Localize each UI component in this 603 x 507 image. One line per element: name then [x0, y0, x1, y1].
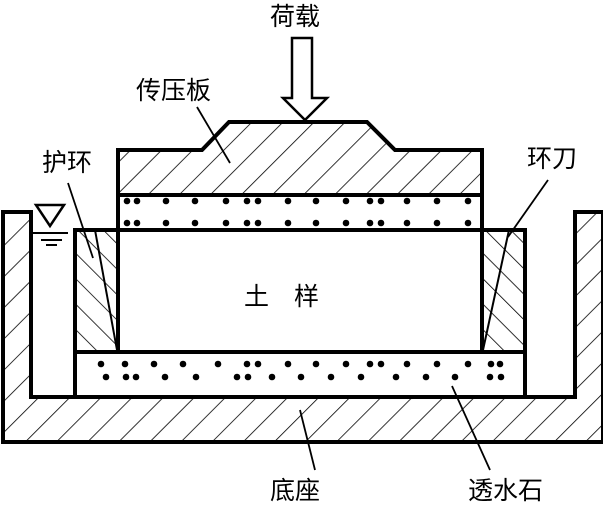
upper-stone-dots [123, 197, 472, 227]
stone-dot [243, 360, 251, 368]
base [1, 210, 603, 444]
leader-base [299, 409, 316, 471]
stone-dot [244, 373, 252, 381]
stone-dot [464, 219, 472, 227]
stone-dot [284, 197, 292, 205]
stone-dot [132, 373, 140, 381]
stone-dot [357, 373, 365, 381]
stone-dot [121, 360, 129, 368]
stone-dot [122, 373, 130, 381]
stone-dot [392, 373, 400, 381]
stone-dot [284, 360, 292, 368]
upper-porous-stone [116, 193, 484, 232]
stone-dot [133, 219, 141, 227]
stone-dot [342, 197, 350, 205]
stone-dot [464, 360, 472, 368]
stone-dot [366, 219, 374, 227]
guard-ring-right [480, 228, 527, 354]
stone-dot [377, 360, 385, 368]
stone-dot [191, 197, 199, 205]
load-arrow [279, 36, 331, 122]
stone-dot [123, 197, 131, 205]
stone-dot [464, 197, 472, 205]
stone-dot [222, 197, 230, 205]
stone-dot [342, 360, 350, 368]
stone-dot [191, 219, 199, 227]
leader-guard-ring [67, 182, 94, 259]
label-pressure-plate: 传压板 [136, 76, 212, 105]
stone-dot [433, 360, 441, 368]
stone-dot [433, 219, 441, 227]
leader-ring-knife [507, 179, 549, 238]
stone-dot [179, 360, 187, 368]
stone-dot [403, 197, 411, 205]
stone-dot [161, 373, 169, 381]
stone-dot [422, 373, 430, 381]
stone-dot [297, 373, 305, 381]
pressure-plate [116, 120, 484, 197]
stone-dot [327, 373, 335, 381]
stone-dot [102, 373, 110, 381]
stone-dot [243, 197, 251, 205]
stone-dot [162, 219, 170, 227]
stone-dot [403, 219, 411, 227]
label-ring-knife: 环刀 [527, 144, 578, 173]
stone-dot [150, 360, 158, 368]
stone-dot [214, 360, 222, 368]
ring-knife-edge-right [482, 229, 510, 351]
stone-dot [254, 360, 262, 368]
stone-dot [192, 373, 200, 381]
stone-dot [243, 219, 251, 227]
stone-dot [451, 373, 459, 381]
label-porous-stone: 透水石 [468, 476, 544, 505]
label-base: 底座 [270, 476, 321, 505]
stone-dot [162, 197, 170, 205]
stone-dot [133, 197, 141, 205]
stone-dot [233, 373, 241, 381]
stone-dot [486, 373, 494, 381]
stone-dot [377, 197, 385, 205]
stone-dot [97, 360, 105, 368]
stone-dot [254, 219, 262, 227]
leader-porous-stone [451, 385, 491, 471]
stone-dot [366, 197, 374, 205]
soil-sample [116, 228, 484, 354]
stone-dot [312, 360, 320, 368]
label-soil-sample: 土 样 [244, 282, 320, 311]
label-load: 荷载 [270, 2, 321, 31]
stone-dot [312, 197, 320, 205]
stone-dot [496, 360, 504, 368]
guard-ring-left [73, 228, 120, 354]
label-guard-ring: 护环 [42, 148, 93, 177]
stone-dot [342, 219, 350, 227]
leader-pressure-plate [196, 106, 231, 164]
stone-dot [497, 373, 505, 381]
stone-dot [284, 219, 292, 227]
stone-dot [366, 360, 374, 368]
ring-knife-edge-left [94, 229, 118, 351]
stone-dot [312, 219, 320, 227]
stone-dot [222, 219, 230, 227]
lower-stone-dots [97, 360, 505, 381]
stone-dot [403, 360, 411, 368]
stone-dot [433, 197, 441, 205]
stone-dot [123, 219, 131, 227]
stone-dot [254, 197, 262, 205]
stone-dot [487, 360, 495, 368]
stone-dot [268, 373, 276, 381]
stone-dot [377, 219, 385, 227]
water-level-icon [33, 203, 67, 229]
